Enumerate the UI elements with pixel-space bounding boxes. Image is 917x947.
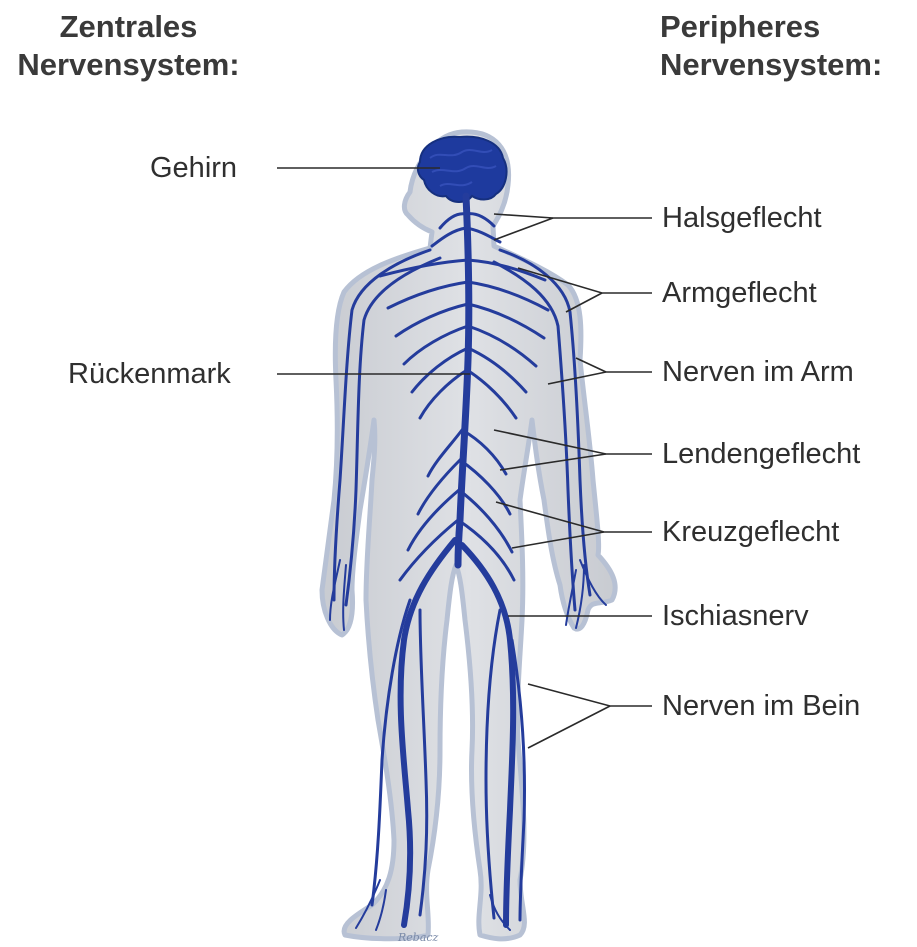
label-sciatic-nerve: Ischiasnerv [662,599,809,633]
label-cervical-plexus: Halsgeflecht [662,201,822,235]
label-spinal-cord: Rückenmark [68,357,231,391]
label-brain: Gehirn [150,151,237,185]
artist-signature: Rebacz [398,931,438,944]
label-sacral-plexus: Kreuzgeflecht [662,515,839,549]
label-lumbar-plexus: Lendengeflecht [662,437,860,471]
label-brachial-plexus: Armgeflecht [662,276,817,310]
label-arm-nerves: Nerven im Arm [662,355,854,389]
label-leg-nerves: Nerven im Bein [662,689,860,723]
